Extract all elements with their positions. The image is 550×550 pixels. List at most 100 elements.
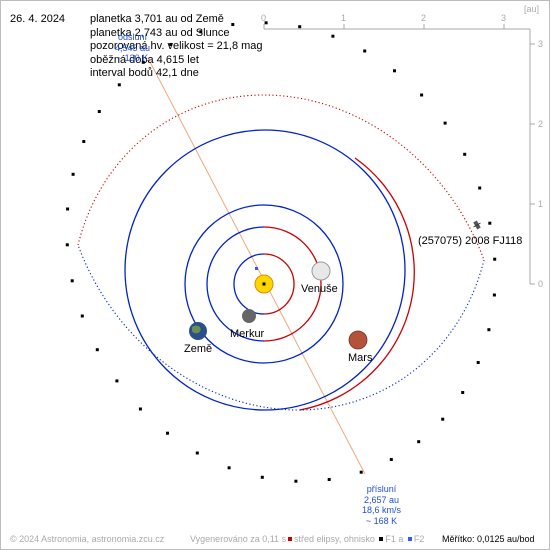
asteroid-orbit-below <box>77 244 485 411</box>
asteroid-position-marker <box>115 379 119 383</box>
top-scale-tick-0: 0 <box>261 13 267 23</box>
asteroid-position-marker <box>260 475 264 479</box>
asteroid-position-marker <box>461 391 465 394</box>
venus <box>311 261 331 281</box>
legend-red-dot <box>288 537 292 542</box>
right-scale-tick-1: 1 <box>538 199 544 209</box>
mars-label: Mars <box>348 352 373 364</box>
perihelion-distance: 2,657 au <box>363 494 400 505</box>
asteroid-position-marker <box>169 43 173 46</box>
perihelion-speed: 18,6 km/s <box>362 505 402 515</box>
right-scale-tick-3: 3 <box>538 39 544 49</box>
asteroid-position-marker <box>327 478 331 481</box>
legend-center-label: střed elipsy, ohnisko <box>294 534 375 544</box>
legend-black-dot <box>379 537 384 542</box>
info-panel: planetka 3,701 au od Země planetka 2,743… <box>90 13 263 81</box>
asteroid-position-marker <box>70 279 74 283</box>
mars-orbit-lower <box>124 269 406 411</box>
asteroid-position-marker <box>231 23 235 26</box>
footer-scale: Měřítko: 0,0125 au/bod <box>442 534 535 544</box>
mars-orbit-upper <box>124 129 406 271</box>
asteroid-position-marker <box>65 243 69 247</box>
apsidal-line <box>147 57 366 475</box>
asteroid-position-marker <box>359 470 363 474</box>
info-line-earth-distance: planetka 3,701 au od Země <box>90 13 224 25</box>
asteroid-position-marker <box>420 93 424 97</box>
asteroid-position-marker <box>199 30 203 34</box>
asteroid-position-marker <box>227 466 231 470</box>
mercury-label: Merkur <box>230 328 265 340</box>
asteroid-position-marker <box>488 221 492 225</box>
venus-label: Venuše <box>301 283 338 295</box>
asteroid-position-marker <box>264 21 268 25</box>
aphelion-temperature: ~ 130 K <box>116 53 149 63</box>
asteroid-icon <box>473 220 481 230</box>
asteroid-position-marker <box>141 60 145 64</box>
top-scale-tick-3: 3 <box>501 13 507 23</box>
top-scale-tick-1: 1 <box>341 13 347 23</box>
asteroid-position-marker <box>478 186 482 190</box>
legend-f2-label: F2 <box>413 534 425 544</box>
earth-orbit <box>184 204 344 364</box>
asteroid-position-marker <box>443 121 447 125</box>
right-scale-tick-0: 0 <box>538 279 544 289</box>
info-line-magnitude: pozorovaná hv. velikost = 21,8 mag <box>90 40 263 52</box>
ellipse-center-marker <box>255 267 258 270</box>
asteroid-position-marker <box>389 458 393 461</box>
asteroid-position-marker <box>71 172 75 176</box>
asteroid-position-marker <box>463 152 467 156</box>
asteroid-position-marker <box>298 25 302 29</box>
info-line-period: oběžná doba 4,615 let <box>90 53 199 66</box>
asteroid-position-marker <box>493 257 497 261</box>
perihelion-temperature: ~ 168 K <box>365 515 398 526</box>
perihelion-title: přísluní <box>366 484 397 494</box>
asteroid-position-markers <box>65 21 497 483</box>
legend-blue-dot <box>407 537 412 542</box>
focus-marker <box>262 282 266 286</box>
asteroid-position-marker <box>393 69 396 73</box>
top-scale <box>263 24 535 285</box>
asteroid-position-marker <box>80 314 84 318</box>
asteroid-position-marker <box>331 34 335 38</box>
top-scale-tick-2: 2 <box>421 13 427 23</box>
asteroid-position-marker <box>476 361 480 364</box>
aphelion-distance: 4,545 au <box>115 42 151 53</box>
footer-generated: Vygenerováno za 0,11 s <box>190 534 287 544</box>
venus-orbit-blue-2 <box>206 283 265 342</box>
earth-label: Země <box>184 343 213 355</box>
asteroid-position-marker <box>66 207 70 211</box>
right-scale-tick-2: 2 <box>538 119 544 129</box>
asteroid-position-marker <box>492 293 496 297</box>
legend-f1-label: F1 a <box>385 534 404 544</box>
date-label: 26. 4. 2024 <box>10 13 66 25</box>
asteroid-label: (257075) 2008 FJ118 <box>418 235 523 247</box>
footer-copyright: © 2024 Astronomia, astronomia.zcu.cz <box>10 534 165 544</box>
mercury <box>242 309 256 323</box>
asteroid-position-marker <box>166 431 169 435</box>
asteroid-position-marker <box>95 348 99 352</box>
asteroid-position-marker <box>417 440 421 444</box>
scale-unit: [au] <box>524 4 540 14</box>
info-line-interval: interval bodů 42,1 dne <box>90 67 199 79</box>
asteroid-position-marker <box>441 417 445 421</box>
asteroid-position-marker <box>195 451 199 455</box>
info-line-sun-distance: planetka 2,743 au od Slunce <box>90 26 230 39</box>
venus-orbit-blue <box>206 226 265 285</box>
asteroid-position-marker <box>363 49 367 53</box>
asteroid-position-marker <box>82 140 86 143</box>
asteroid-position-marker <box>97 110 101 113</box>
asteroid-position-marker <box>294 479 298 483</box>
mars-orbit-above-segment <box>299 157 415 411</box>
mercury-orbit-red <box>263 253 295 315</box>
footer-legend: střed elipsy, ohnisko F1 a F2 <box>286 534 424 544</box>
aphelion-title: odsluní <box>118 32 148 42</box>
asteroid-position-marker <box>487 328 491 332</box>
perihelion-label: přísluní 2,657 au 18,6 km/s ~ 168 K <box>362 484 401 526</box>
venus-orbit-red <box>263 226 322 342</box>
earth-land-icon <box>192 325 201 334</box>
aphelion-label: odsluní 4,545 au ~ 130 K <box>115 32 150 64</box>
asteroid-position-marker <box>117 83 121 87</box>
asteroid-position-marker <box>138 407 142 411</box>
mars <box>348 330 368 350</box>
